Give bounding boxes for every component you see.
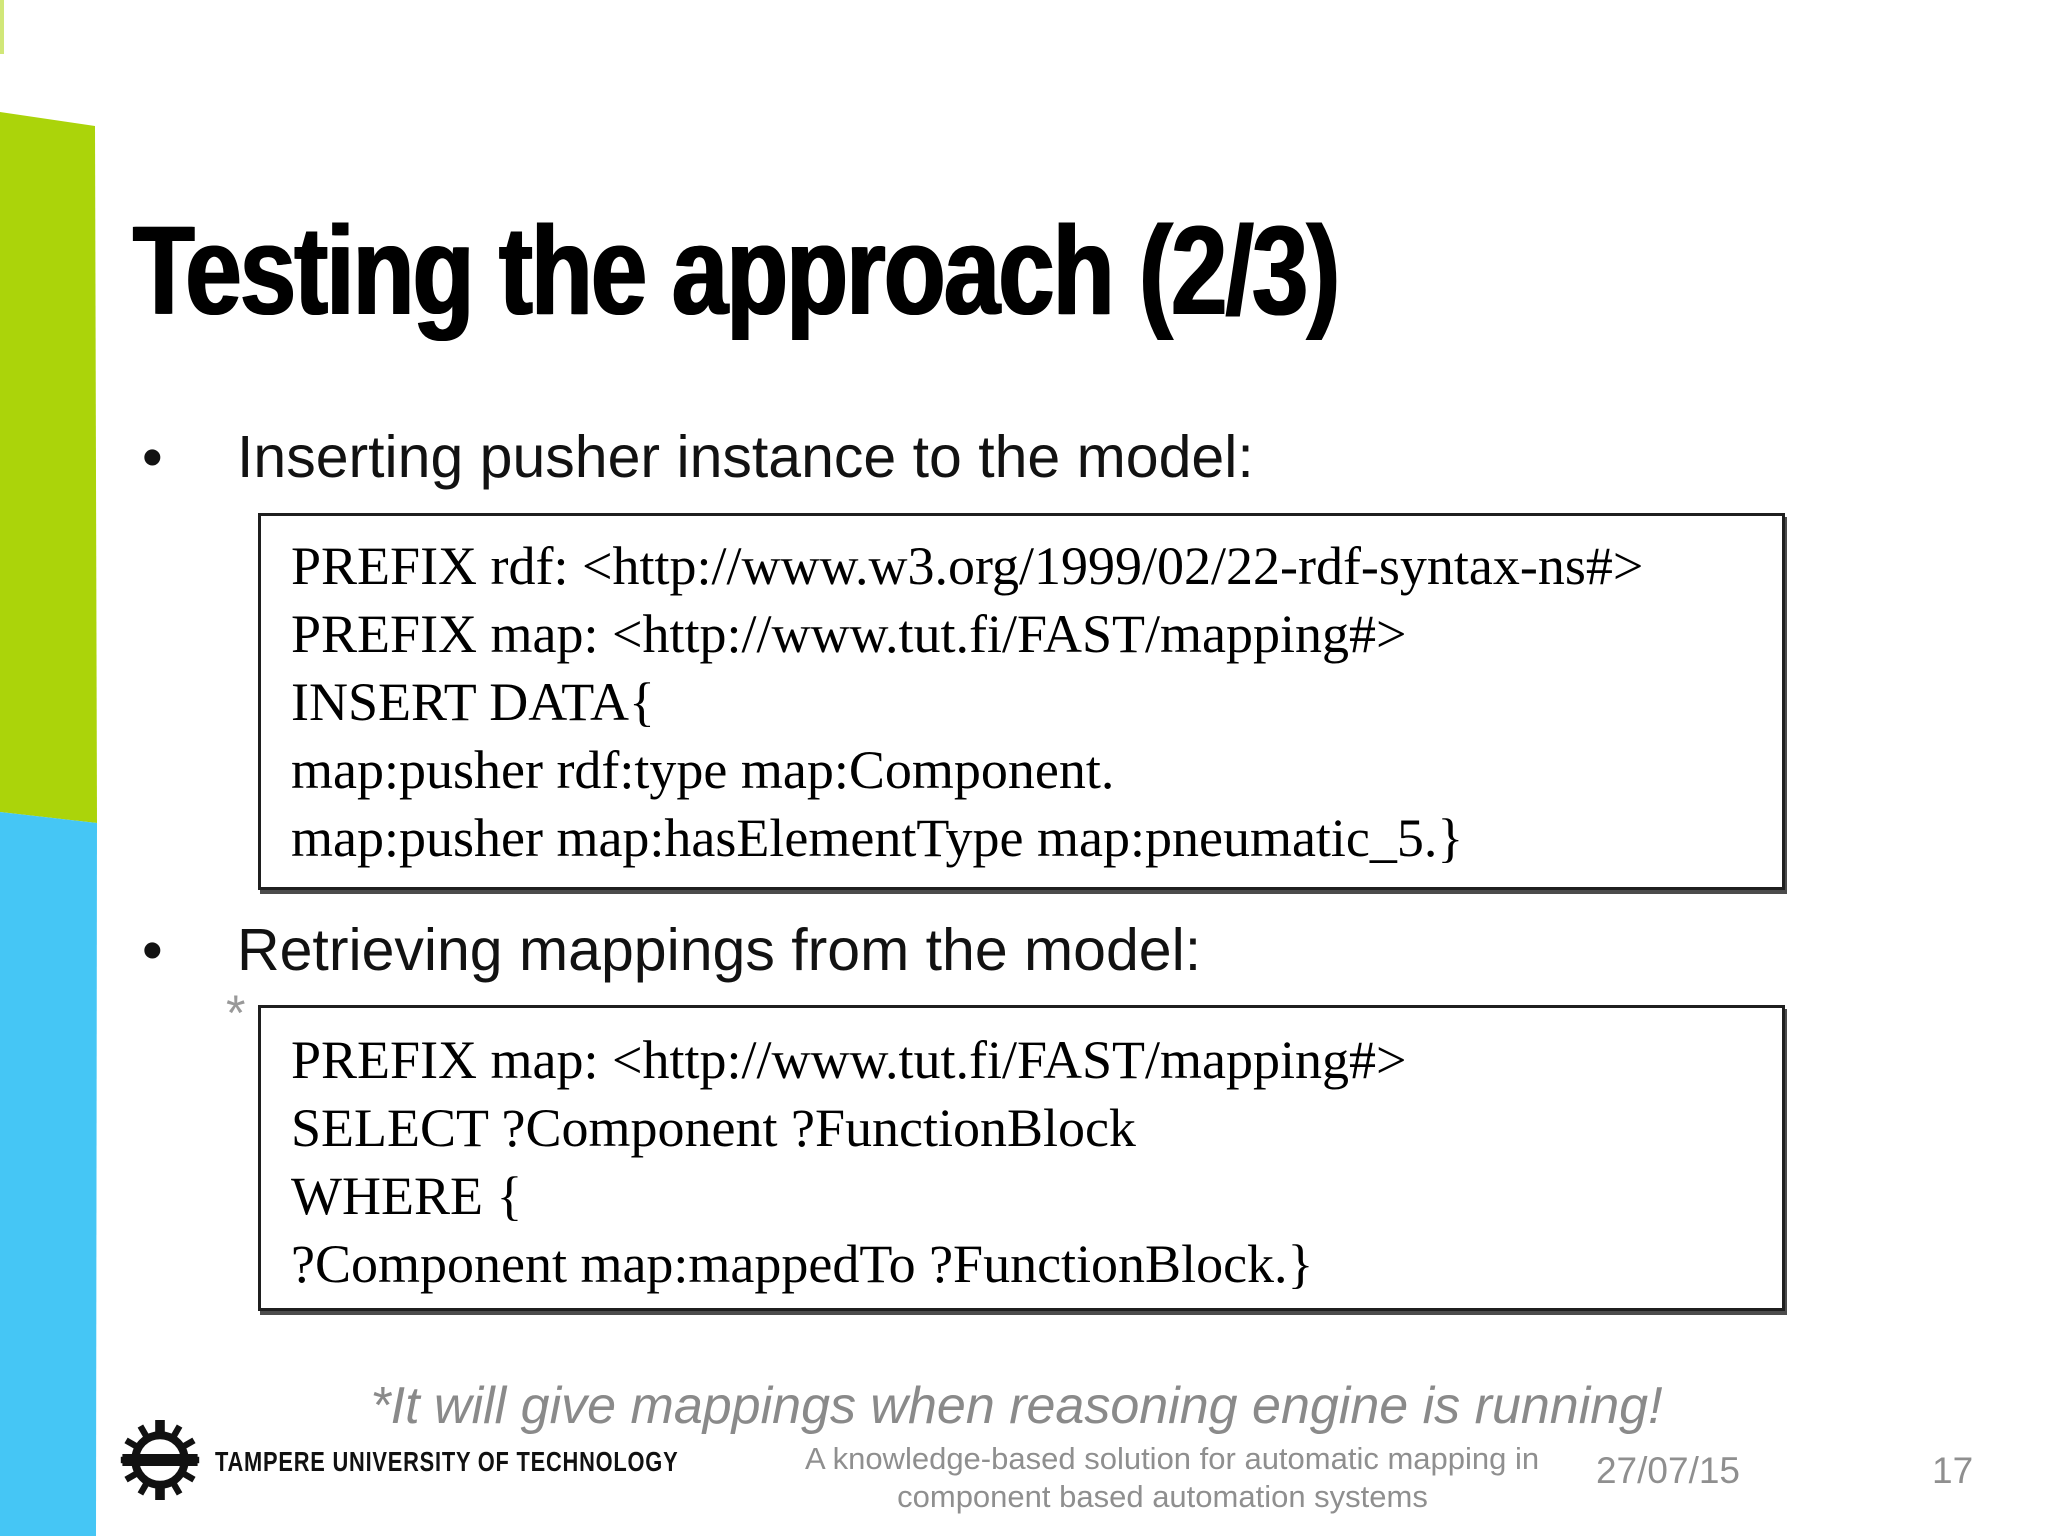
slide-title: Testing the approach (2/3) xyxy=(133,200,1340,342)
code-line: PREFIX map: <http://www.tut.fi/FAST/mapp… xyxy=(291,1030,1407,1090)
bullet-marker: • xyxy=(142,917,163,983)
bullet-label: Inserting pusher instance to the model: xyxy=(237,424,1254,490)
code-line: INSERT DATA{ xyxy=(291,672,655,732)
corner-green-sliver xyxy=(0,0,4,54)
side-accent-bars xyxy=(0,0,97,1536)
footer-caption: A knowledge-based solution for automatic… xyxy=(805,1440,1540,1516)
bullet-item-retrieving: • Retrieving mappings from the model: xyxy=(142,915,1201,985)
bullet-marker: • xyxy=(142,424,163,490)
code-line: ?Component map:mappedTo ?FunctionBlock.} xyxy=(291,1234,1314,1294)
sparql-insert-code-box: PREFIX rdf: <http://www.w3.org/1999/02/2… xyxy=(258,513,1785,890)
sparql-select-code-box: PREFIX map: <http://www.tut.fi/FAST/mapp… xyxy=(258,1005,1785,1311)
footer-caption-line1: A knowledge-based solution for automatic… xyxy=(805,1441,1540,1476)
code-line: WHERE { xyxy=(291,1166,523,1226)
code-line: map:pusher map:hasElementType map:pneuma… xyxy=(291,808,1464,868)
bullet-label: Retrieving mappings from the model: xyxy=(237,917,1202,983)
footnote-asterisk-marker: * xyxy=(226,985,246,1041)
footer-caption-line2: component based automation systems xyxy=(897,1479,1428,1514)
footer-page-number: 17 xyxy=(1932,1450,1974,1491)
code-line: PREFIX rdf: <http://www.w3.org/1999/02/2… xyxy=(291,536,1644,596)
blue-accent-bar xyxy=(0,812,97,1536)
footer-date: 27/07/15 xyxy=(1595,1450,1741,1491)
footer-university-name: TAMPERE UNIVERSITY OF TECHNOLOGY xyxy=(215,1446,679,1477)
tut-gear-logo-icon xyxy=(120,1420,200,1500)
green-accent-bar xyxy=(0,112,97,823)
bullet-item-inserting: • Inserting pusher instance to the model… xyxy=(142,422,1254,492)
code-line: PREFIX map: <http://www.tut.fi/FAST/mapp… xyxy=(291,604,1407,664)
code-line: SELECT ?Component ?FunctionBlock xyxy=(291,1098,1136,1158)
footnote-text: *It will give mappings when reasoning en… xyxy=(370,1377,1663,1435)
code-line: map:pusher rdf:type map:Component. xyxy=(291,740,1115,800)
